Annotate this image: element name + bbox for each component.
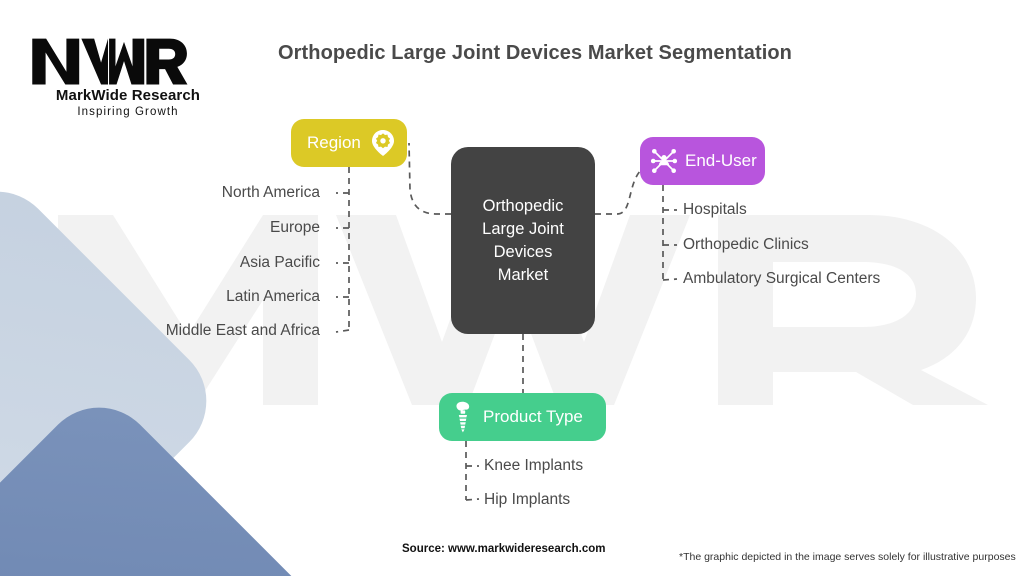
connector-product-leaf-1 (465, 498, 480, 501)
map-pin-gear-icon (371, 129, 395, 157)
leaf-end-user-orthopedic-clinics: Orthopedic Clinics (683, 236, 809, 253)
connector-region-leaf-4 (335, 329, 350, 333)
implant-icon (453, 401, 473, 433)
network-people-icon (651, 148, 677, 174)
leaf-end-user-ambulatory-surgical-centers: Ambulatory Surgical Centers (683, 270, 881, 287)
leaf-region-latin-america: Latin America (226, 288, 320, 305)
logo-tagline: Inspiring Growth (77, 106, 179, 118)
leaf-end-user-hospitals: Hospitals (683, 201, 747, 218)
leaf-region-asia-pacific: Asia Pacific (239, 254, 320, 271)
branch-label-region: Region (307, 133, 361, 152)
branch-badge-product-type[interactable]: Product Type (439, 393, 606, 441)
branch-badge-end-user[interactable]: End-User (640, 137, 765, 185)
leaf-region-north-america: North America (221, 184, 320, 201)
logo-mark-mwr-icon (32, 38, 188, 85)
branch-badge-region[interactable]: Region (291, 119, 407, 167)
branch-label-product-type: Product Type (483, 407, 583, 426)
connector-center-to-region (408, 142, 451, 215)
page-title-text: Orthopedic Large Joint Devices Market Se… (277, 42, 792, 64)
source-attribution: Source: www.markwideresearch.com (402, 543, 606, 555)
center-node-label: Orthopedic Large Joint Devices Market (482, 196, 564, 284)
leaf-region-middle-east-and-africa: Middle East and Africa (165, 322, 320, 339)
branch-label-end-user: End-User (685, 151, 757, 170)
brand-logo: MarkWide Research Inspiring Growth (28, 32, 228, 118)
leaf-product-type-knee-implants: Knee Implants (484, 457, 584, 474)
page-title: Orthopedic Large Joint Devices Market Se… (0, 42, 1024, 65)
leaf-product-type-hip-implants: Hip Implants (484, 491, 571, 508)
disclaimer-note: *The graphic depicted in the image serve… (679, 551, 1016, 563)
connector-enduser-leaf-2 (662, 278, 678, 281)
center-node-market: Orthopedic Large Joint Devices Market (451, 147, 595, 334)
logo-company-name: MarkWide Research (55, 87, 201, 104)
leaf-region-europe: Europe (270, 219, 320, 236)
